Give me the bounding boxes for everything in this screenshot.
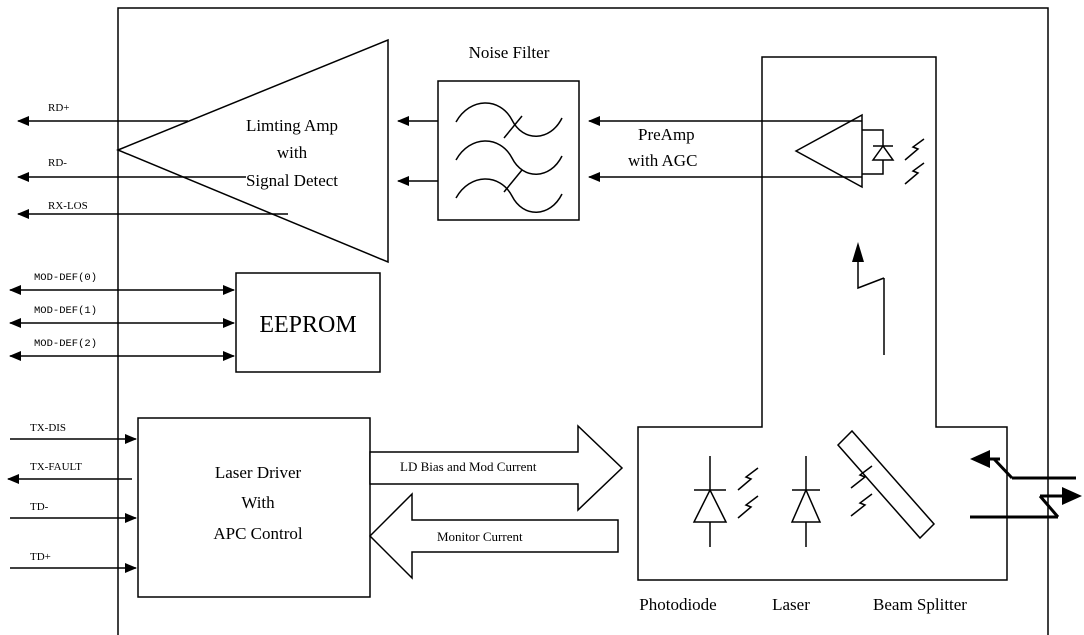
filter-waves-icon [455,102,563,213]
noise-filter-box [437,80,580,221]
preamp-triangle [794,113,863,189]
rx-los-label: RX-LOS [48,200,88,212]
ld-bias-block-arrow [369,424,624,512]
noise-filter-label: Noise Filter [469,43,550,62]
receiver-light-rays-icon [904,138,925,185]
laser-diode-icon [790,456,822,547]
monitor-current-label: Monitor Current [437,529,523,544]
laser-driver-line1: Laser Driver [215,463,302,482]
rd-plus-label: RD+ [48,102,69,114]
preamp-line2: with AGC [628,151,697,170]
preamp-line1: PreAmp [638,125,695,144]
ld-bias-label: LD Bias and Mod Current [400,459,537,474]
tx-fault-label: TX-FAULT [30,461,82,473]
rd-minus-label: RD- [48,157,67,169]
mod-def1-label: MOD-DEF(1) [34,305,97,317]
splitter-light-rays-icon [850,465,873,517]
monitor-current-block-arrow [368,492,619,580]
laser-driver-line3: APC Control [213,524,303,543]
osa-outline [637,56,1008,581]
laser-driver-box [137,417,371,598]
td-plus-label: TD+ [30,551,51,563]
laser-driver-line2: With [241,493,275,512]
beam-splitter-label: Beam Splitter [873,595,967,614]
eeprom-box [235,272,381,373]
fiber-in-arrow [970,450,1076,480]
limiting-amp-line2: with [277,143,308,162]
fiber-out-arrow [970,487,1082,519]
limiting-amp-line1: Limting Amp [246,116,338,135]
laser-label: Laser [772,595,810,614]
td-minus-label: TD- [30,501,49,513]
photodiode-label: Photodiode [639,595,716,614]
receiver-photodiode-icon [862,129,895,175]
limiting-amp-triangle [116,38,389,264]
monitor-photodiode-icon [692,456,728,547]
tx-dis-label: TX-DIS [30,422,66,434]
mod-def2-label: MOD-DEF(2) [34,338,97,350]
beam-splitter-icon [836,429,936,540]
eeprom-label: EEPROM [259,312,356,338]
optical-beam-up-arrow [852,242,885,355]
mod-def0-label: MOD-DEF(0) [34,272,97,284]
limiting-amp-line3: Signal Detect [246,171,338,190]
monitor-light-rays-icon [737,467,759,519]
